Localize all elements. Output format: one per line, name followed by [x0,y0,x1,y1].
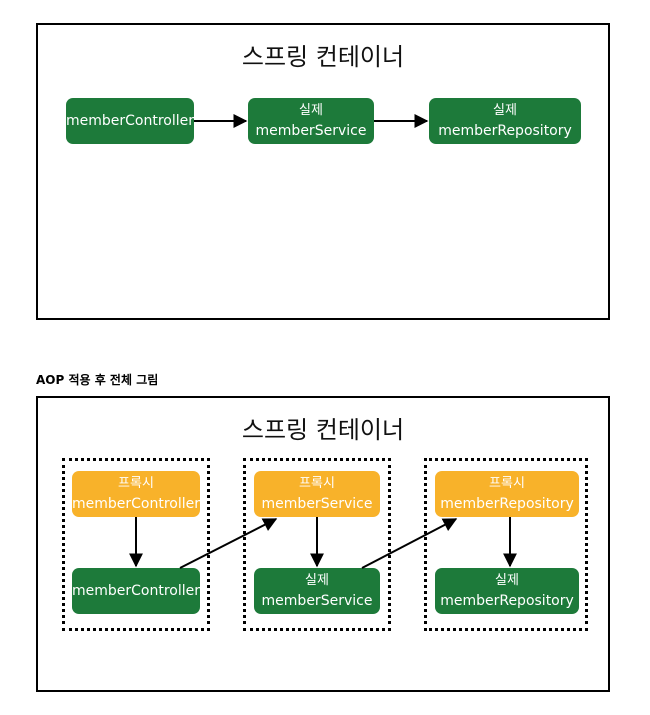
arrow-controller-to-proxy-service [179,518,278,569]
box-sublabel: 실제 [493,103,517,118]
real-member-repository-box: 실제 memberRepository [429,98,581,144]
proxy-member-repository-box: 프록시 memberRepository [435,471,579,517]
box-sublabel: 실제 [305,573,329,588]
box-label: memberRepository [440,593,574,609]
proxy-member-service-box: 프록시 memberService [254,471,380,517]
box-label: memberController [66,113,195,129]
real-member-service-box-bottom: 실제 memberService [254,568,380,614]
container-title-bottom: 스프링 컨테이너 [241,416,405,444]
box-sublabel: 실제 [299,103,323,118]
box-sublabel: 프록시 [118,476,154,491]
box-label: memberController [72,496,201,512]
spring-container-top: 스프링 컨테이너 [36,23,610,320]
box-label: memberRepository [438,123,572,139]
real-member-controller-box: memberController [72,568,200,614]
box-label: memberService [255,123,367,139]
spring-container-bottom: 스프링 컨테이너 [36,396,610,692]
member-controller-box: memberController [66,98,194,144]
service-group [243,458,391,631]
repository-group [424,458,588,631]
container-title-top: 스프링 컨테이너 [241,43,405,71]
section-label: AOP 적용 후 전체 그림 [36,373,159,387]
box-sublabel: 프록시 [299,476,335,491]
real-member-repository-box-bottom: 실제 memberRepository [435,568,579,614]
box-sublabel: 실제 [495,573,519,588]
controller-group [62,458,210,631]
box-label: memberRepository [440,496,574,512]
box-sublabel: 프록시 [489,476,525,491]
box-label: memberService [261,496,373,512]
box-label: memberController [72,583,201,599]
proxy-member-controller-box: 프록시 memberController [72,471,200,517]
arrow-service-to-proxy-repository [361,518,458,569]
box-label: memberService [261,593,373,609]
real-member-service-box: 실제 memberService [248,98,374,144]
